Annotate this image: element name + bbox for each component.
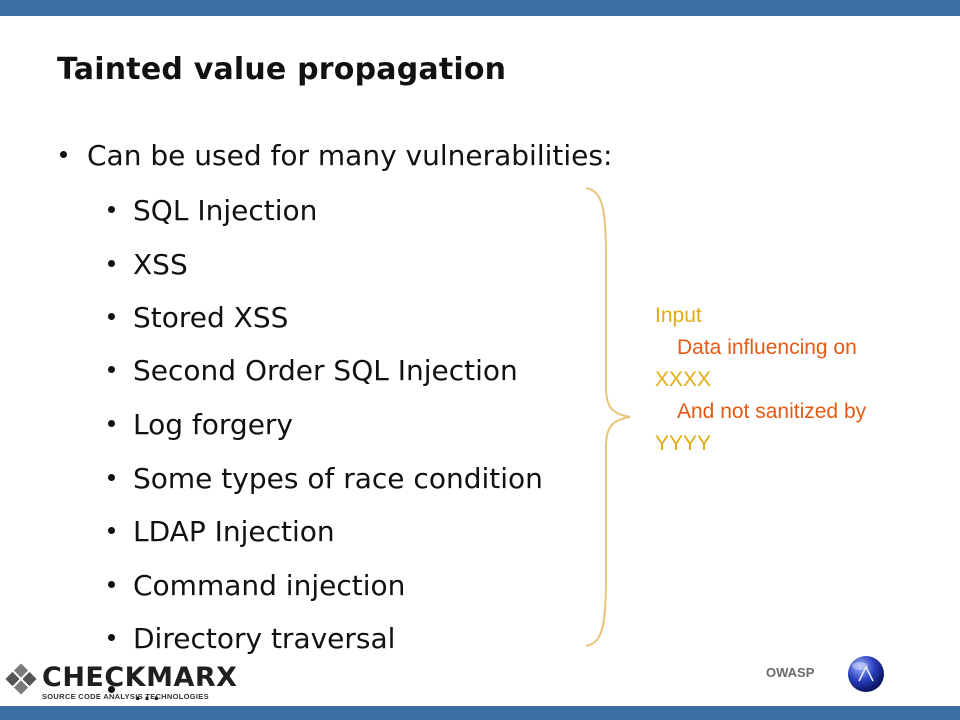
sub-bullet-text: LDAP Injection bbox=[133, 515, 335, 548]
bullet-dot-icon bbox=[108, 259, 115, 267]
annotation-not-sanitized: And not sanitized by bbox=[677, 400, 867, 423]
sub-bullet-race-condition: Some types of race condition bbox=[108, 462, 543, 496]
bullet-dot-icon bbox=[108, 312, 115, 320]
bullet-dot-icon bbox=[108, 365, 115, 373]
bullet-dot-icon bbox=[108, 473, 115, 481]
bottom-bar bbox=[0, 706, 960, 720]
sub-bullet-directory-traversal: Directory traversal bbox=[108, 622, 395, 656]
taint-annotation: Input Data influencing on XXXX And not s… bbox=[655, 300, 866, 460]
checkmarx-logo: CHECKMARX SOURCE CODE ANALYSIS TECHNOLOG… bbox=[0, 656, 250, 706]
owasp-label: OWASP bbox=[766, 665, 815, 680]
sub-bullet-command-injection: Command injection bbox=[108, 569, 405, 603]
sub-bullet-ldap-injection: LDAP Injection bbox=[108, 515, 335, 549]
sub-bullet-text: Log forgery bbox=[133, 408, 294, 441]
sub-bullet-text: XSS bbox=[133, 248, 188, 281]
main-bullet-text: Can be used for many vulnerabilities: bbox=[87, 139, 613, 172]
sub-bullet-second-order-sql: Second Order SQL Injection bbox=[108, 354, 518, 388]
curly-brace-icon bbox=[585, 187, 631, 647]
logo-name: CHECKMARX bbox=[42, 662, 238, 693]
bullet-dot-icon bbox=[108, 580, 115, 588]
annotation-yyyy: YYYY bbox=[655, 432, 712, 455]
sub-bullet-ellipsis: … bbox=[108, 674, 161, 708]
sub-bullet-sql-injection: SQL Injection bbox=[108, 194, 317, 228]
slide-title: Tainted value propagation bbox=[57, 52, 507, 87]
annotation-xxxx: XXXX bbox=[655, 368, 712, 391]
sub-bullet-text: Directory traversal bbox=[133, 622, 396, 655]
sub-bullet-log-forgery: Log forgery bbox=[108, 408, 293, 442]
bullet-dot-icon bbox=[108, 419, 115, 427]
sub-bullet-text: Second Order SQL Injection bbox=[133, 354, 518, 387]
bullet-dot-icon bbox=[60, 150, 67, 158]
annotation-data-influencing: Data influencing on bbox=[677, 336, 857, 359]
sub-bullet-xss: XSS bbox=[108, 248, 188, 282]
sub-bullet-text: SQL Injection bbox=[133, 194, 318, 227]
bullet-dot-icon bbox=[108, 205, 115, 213]
annotation-input: Input bbox=[655, 304, 702, 327]
owasp-globe-icon bbox=[848, 656, 884, 692]
top-bar bbox=[0, 0, 960, 16]
main-bullet: Can be used for many vulnerabilities: bbox=[60, 139, 612, 173]
bullet-dot-icon bbox=[108, 685, 115, 693]
sub-bullet-text: … bbox=[133, 674, 161, 707]
checkmarx-diamond-icon bbox=[5, 663, 37, 695]
bullet-dot-icon bbox=[108, 633, 115, 641]
sub-bullet-text: Stored XSS bbox=[133, 301, 289, 334]
sub-bullet-text: Some types of race condition bbox=[133, 462, 543, 495]
logo-tagline: SOURCE CODE ANALYSIS TECHNOLOGIES bbox=[42, 692, 209, 701]
sub-bullet-stored-xss: Stored XSS bbox=[108, 301, 288, 335]
sub-bullet-text: Command injection bbox=[133, 569, 406, 602]
bullet-dot-icon bbox=[108, 526, 115, 534]
